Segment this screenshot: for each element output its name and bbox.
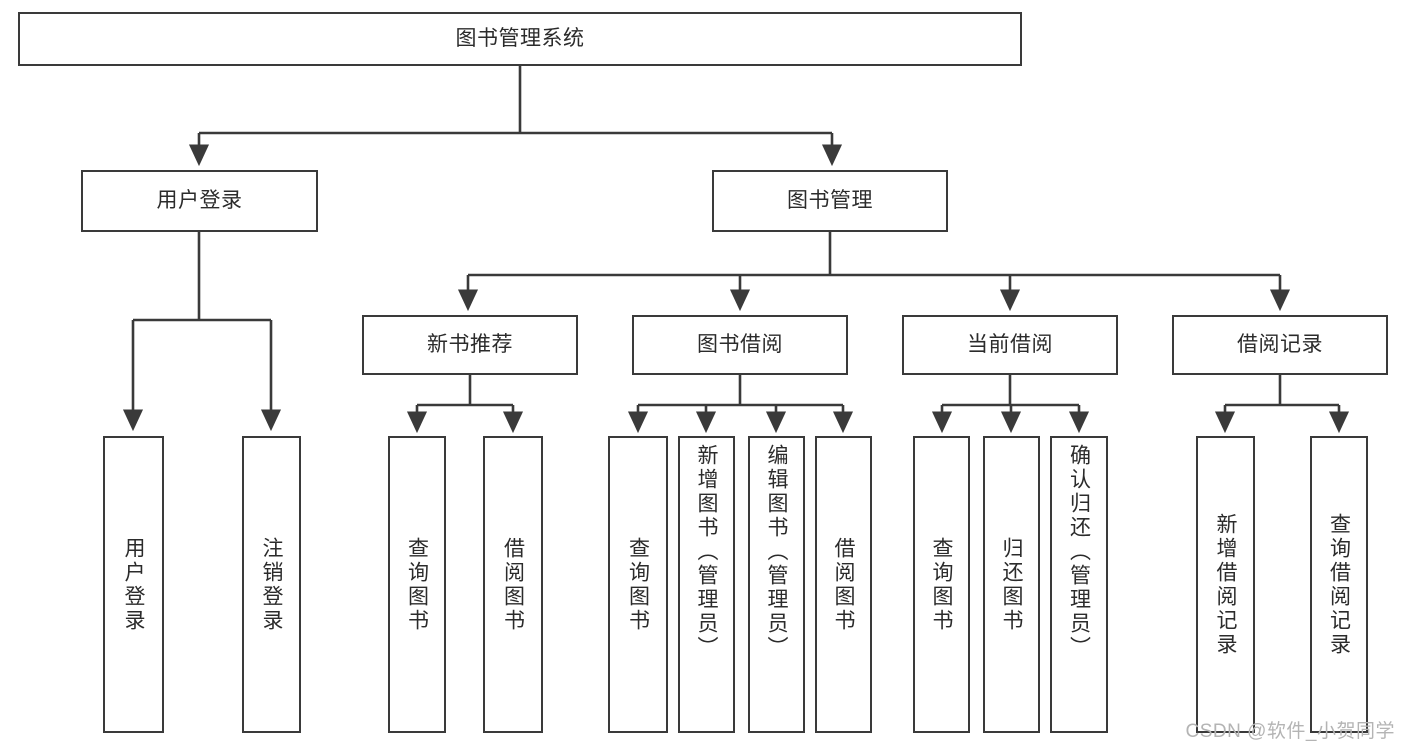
- node-leaf-borrow-book-2[interactable]: 借阅图书: [815, 436, 872, 733]
- node-leaf-confirm-return-label: 确认归还（管理员）: [1067, 444, 1091, 660]
- node-leaf-query-book-2-label: 查询图书: [626, 536, 650, 633]
- node-book-manage-label: 图书管理: [787, 188, 873, 212]
- node-leaf-query-book-1[interactable]: 查询图书: [388, 436, 446, 733]
- node-leaf-add-record-label: 新增借阅记录: [1214, 512, 1237, 657]
- node-leaf-query-record-label: 查询借阅记录: [1327, 512, 1351, 657]
- node-leaf-logout-label: 注销登录: [260, 536, 283, 633]
- node-user-login-label: 用户登录: [156, 188, 243, 212]
- node-leaf-query-record[interactable]: 查询借阅记录: [1310, 436, 1368, 733]
- node-leaf-user-login[interactable]: 用户登录: [103, 436, 164, 733]
- node-leaf-user-login-label: 用户登录: [122, 536, 145, 633]
- node-leaf-logout[interactable]: 注销登录: [242, 436, 301, 733]
- node-leaf-confirm-return[interactable]: 确认归还（管理员）: [1050, 436, 1108, 733]
- node-root-label: 图书管理系统: [455, 26, 585, 50]
- node-leaf-return-book[interactable]: 归还图书: [983, 436, 1040, 733]
- node-book-manage[interactable]: 图书管理: [712, 170, 948, 232]
- node-leaf-add-book-label: 新增图书（管理员）: [695, 444, 718, 660]
- node-leaf-query-book-2[interactable]: 查询图书: [608, 436, 668, 733]
- node-current-borrow-label: 当前借阅: [967, 332, 1053, 356]
- node-leaf-add-record[interactable]: 新增借阅记录: [1196, 436, 1255, 733]
- node-leaf-query-book-3[interactable]: 查询图书: [913, 436, 970, 733]
- node-borrow-record[interactable]: 借阅记录: [1172, 315, 1388, 375]
- node-leaf-edit-book[interactable]: 编辑图书（管理员）: [748, 436, 805, 733]
- node-current-borrow[interactable]: 当前借阅: [902, 315, 1118, 375]
- node-leaf-add-book[interactable]: 新增图书（管理员）: [678, 436, 735, 733]
- node-leaf-borrow-book-2-label: 借阅图书: [832, 536, 855, 633]
- node-new-book-rec[interactable]: 新书推荐: [362, 315, 578, 375]
- node-leaf-borrow-book-1-label: 借阅图书: [501, 536, 525, 633]
- node-leaf-query-book-1-label: 查询图书: [405, 536, 429, 633]
- node-book-borrow[interactable]: 图书借阅: [632, 315, 848, 375]
- node-book-borrow-label: 图书借阅: [697, 332, 783, 356]
- node-leaf-query-book-3-label: 查询图书: [930, 536, 953, 633]
- node-user-login[interactable]: 用户登录: [81, 170, 318, 232]
- node-borrow-record-label: 借阅记录: [1237, 332, 1323, 356]
- node-root[interactable]: 图书管理系统: [18, 12, 1022, 66]
- node-leaf-borrow-book-1[interactable]: 借阅图书: [483, 436, 543, 733]
- node-leaf-edit-book-label: 编辑图书（管理员）: [765, 444, 788, 660]
- node-leaf-return-book-label: 归还图书: [1000, 536, 1023, 633]
- node-new-book-rec-label: 新书推荐: [427, 332, 513, 356]
